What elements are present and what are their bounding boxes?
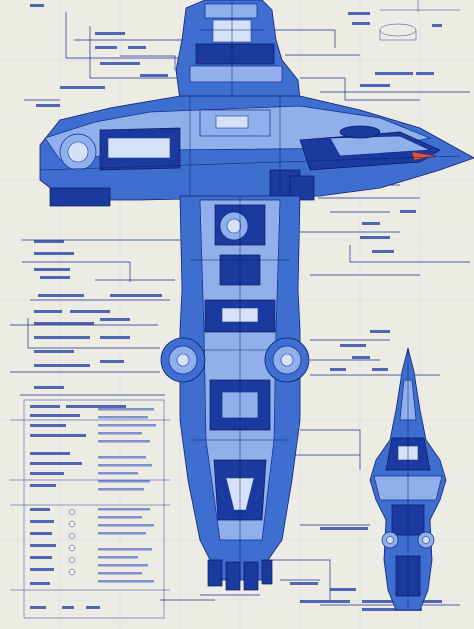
detail-sketch xyxy=(379,23,417,41)
spec-table-top-right xyxy=(330,12,442,371)
starship-top-view xyxy=(39,0,474,591)
spec-table-top-left xyxy=(30,4,168,107)
starship-front-view xyxy=(369,347,447,611)
spec-table-bottom-left xyxy=(23,399,165,619)
accent-marking xyxy=(411,151,437,161)
leader-lines xyxy=(10,0,470,606)
spec-table-left xyxy=(34,240,162,389)
